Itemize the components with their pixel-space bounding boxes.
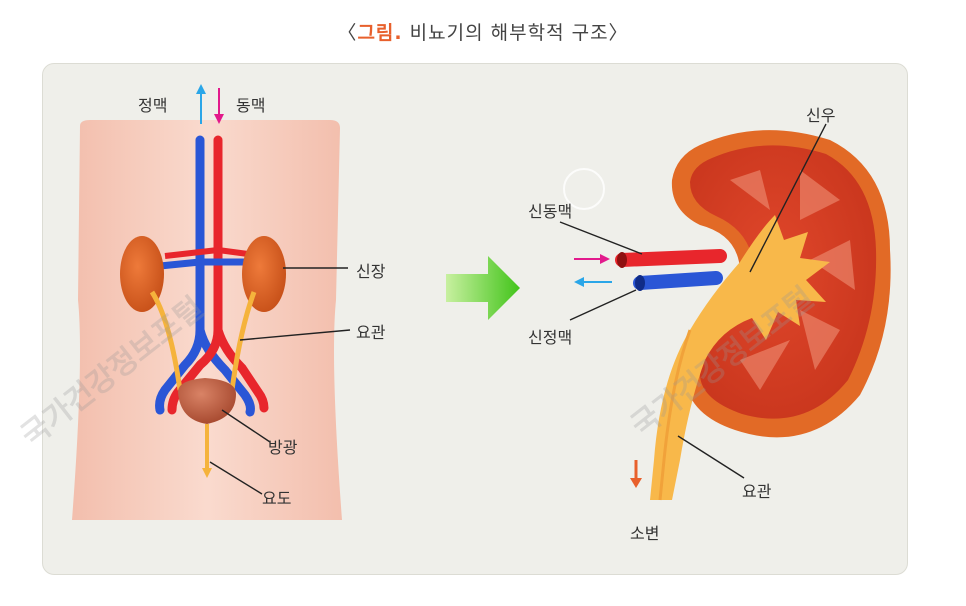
caption-highlight: 그림. <box>357 22 403 44</box>
label-artery: 동맥 <box>236 96 266 115</box>
urine-arrow <box>630 460 642 488</box>
leader-lines-left <box>209 267 351 495</box>
label-bladder: 방광 <box>268 438 298 457</box>
torso <box>72 120 342 520</box>
label-kidney: 신장 <box>356 262 386 281</box>
bladder-shape <box>178 378 236 478</box>
caption-close-bracket: 〉 <box>608 22 629 44</box>
transition-arrow <box>446 256 520 320</box>
label-vein: 정맥 <box>138 96 168 115</box>
renal-flow-arrows <box>574 254 612 287</box>
flow-arrows-top <box>196 84 224 124</box>
figure-caption: 〈그림. 비뇨기의 해부학적 구조〉 <box>0 18 966 45</box>
label-renal-pelvis: 신우 <box>806 106 836 125</box>
label-urine: 소변 <box>630 524 660 543</box>
label-ureter-right: 요관 <box>742 482 772 501</box>
label-urethra: 요도 <box>262 489 292 508</box>
ureters-left <box>149 290 257 391</box>
label-renal-vein: 신정맥 <box>528 328 573 347</box>
leader-lines-right <box>559 123 827 479</box>
caption-open-bracket: 〈 <box>337 22 358 44</box>
highlight-ring <box>563 168 605 210</box>
caption-text: 비뇨기의 해부학적 구조 <box>402 22 609 44</box>
label-ureter-left: 요관 <box>356 323 386 342</box>
label-renal-artery: 신동맥 <box>528 202 573 221</box>
kidney-detail <box>650 130 891 501</box>
vessels-left <box>155 135 269 417</box>
renal-vessels-right <box>615 249 727 291</box>
